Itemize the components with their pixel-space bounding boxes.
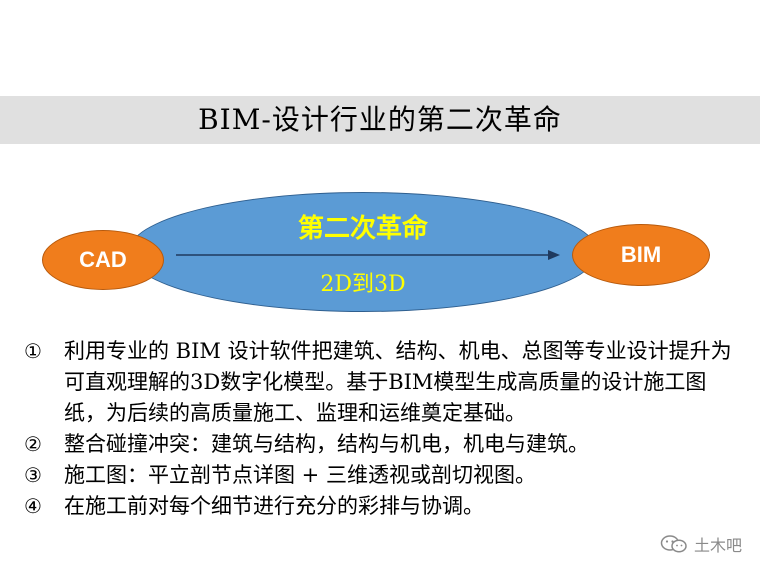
item-marker: ④ xyxy=(24,494,42,518)
transition-arrow xyxy=(176,250,560,260)
revolution-ellipse xyxy=(128,192,598,312)
wechat-icon xyxy=(660,535,687,553)
item-text: 整合碰撞冲突：建筑与结构，结构与机电，机电与建筑。 xyxy=(64,432,589,456)
cad-label: CAD xyxy=(79,247,127,272)
list-item: ④ 在施工前对每个细节进行充分的彩排与协调。 xyxy=(24,491,744,522)
item-text: 施工图：平立剖节点详图 + 三维透视或剖切视图。 xyxy=(64,463,536,487)
item-marker: ① xyxy=(24,339,42,363)
bim-label: BIM xyxy=(620,242,662,267)
item-marker: ② xyxy=(24,432,42,456)
title-band: BIM-设计行业的第二次革命 xyxy=(0,96,760,144)
revolution-diagram: 第二次革命 2D到3D CAD BIM xyxy=(42,192,710,312)
watermark-text: 土木吧 xyxy=(693,536,742,555)
slide-title: BIM-设计行业的第二次革命 xyxy=(198,103,562,136)
cad-node: CAD xyxy=(42,230,164,290)
revolution-label: 第二次革命 xyxy=(297,214,428,244)
dimension-label: 2D到3D xyxy=(320,272,406,297)
list-item: ① 利用专业的 BIM 设计软件把建筑、结构、机电、总图等专业设计提升为可直观理… xyxy=(24,336,744,429)
list-item: ③ 施工图：平立剖节点详图 + 三维透视或剖切视图。 xyxy=(24,460,744,491)
item-text: 在施工前对每个细节进行充分的彩排与协调。 xyxy=(64,494,484,518)
watermark: 土木吧 xyxy=(660,532,742,556)
list-item: ② 整合碰撞冲突：建筑与结构，结构与机电，机电与建筑。 xyxy=(24,429,744,460)
item-text: 利用专业的 BIM 设计软件把建筑、结构、机电、总图等专业设计提升为可直观理解的… xyxy=(64,339,732,425)
bim-node: BIM xyxy=(572,224,710,286)
points-list: ① 利用专业的 BIM 设计软件把建筑、结构、机电、总图等专业设计提升为可直观理… xyxy=(24,336,744,522)
item-marker: ③ xyxy=(24,463,42,487)
